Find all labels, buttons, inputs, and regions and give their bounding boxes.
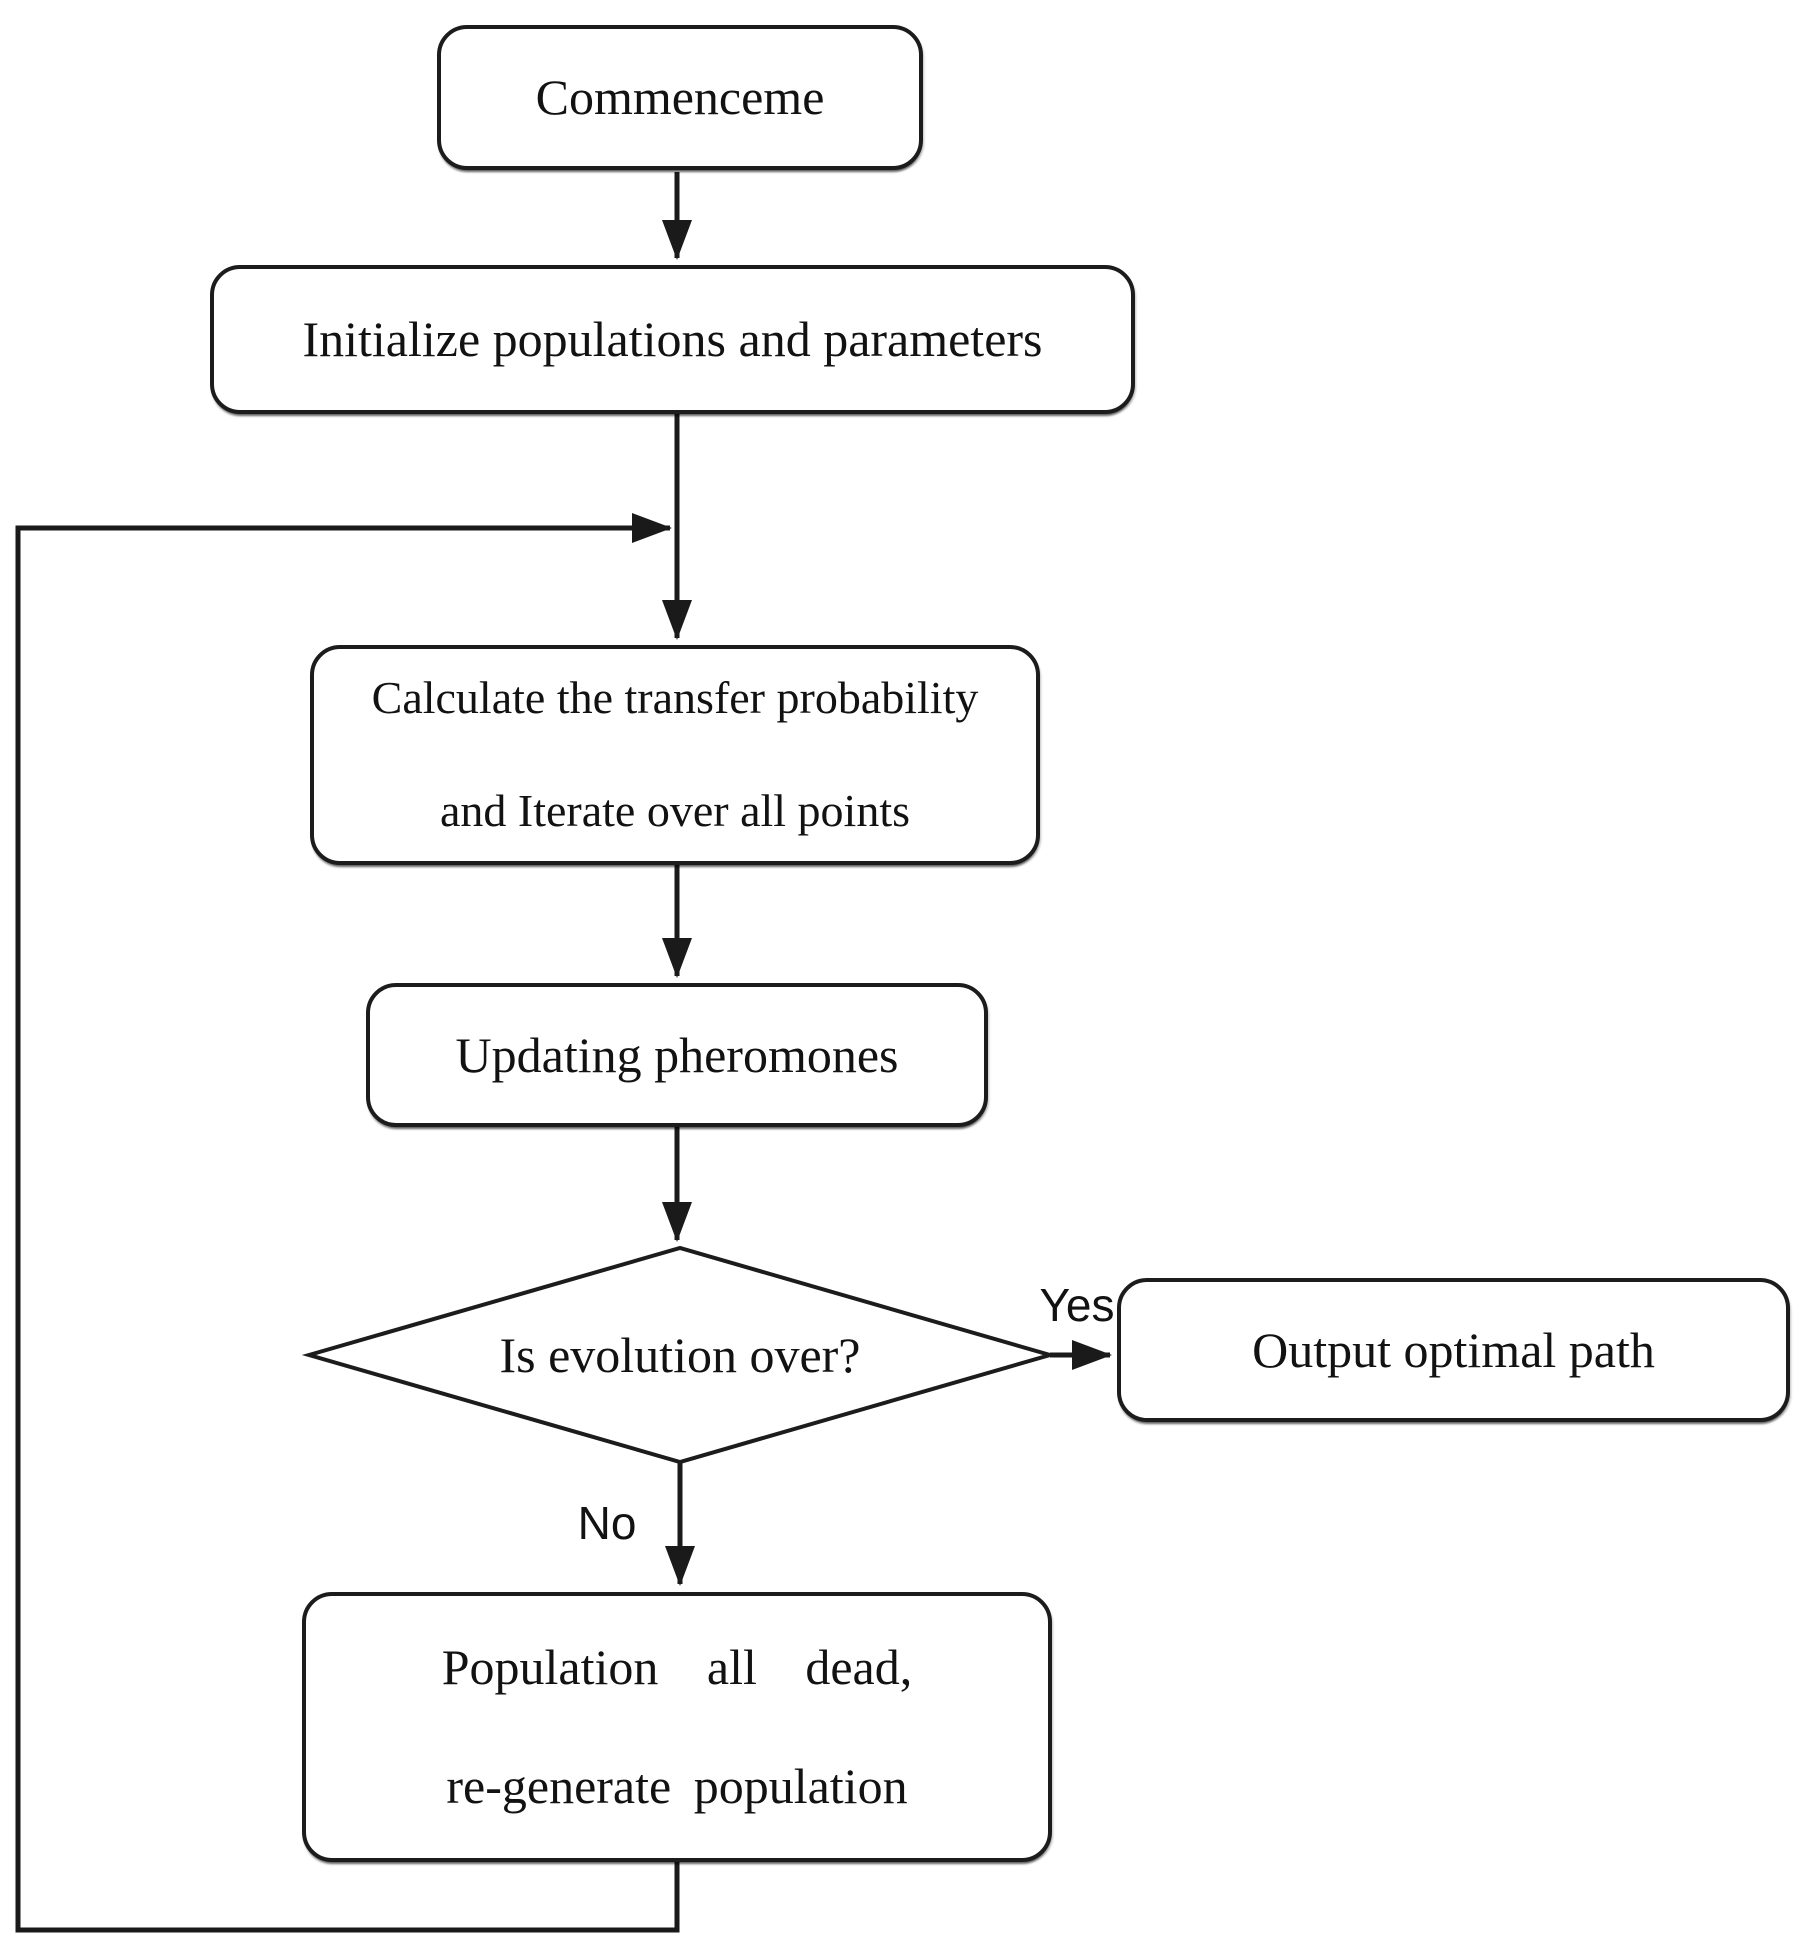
output-path-node: Output optimal path <box>1117 1278 1790 1422</box>
yes-edge-label: Yes <box>1039 1279 1115 1331</box>
decision-node-label: Is evolution over? <box>380 1322 980 1388</box>
regenerate-population-node: Population all dead, re-generate populat… <box>302 1592 1052 1862</box>
regenerate-node-line1: Population all dead, <box>441 1639 913 1695</box>
start-node-label: Commenceme <box>535 69 825 125</box>
edge-regen-feedback-loop <box>15 513 680 1933</box>
initialize-node-label: Initialize populations and parameters <box>302 311 1043 367</box>
output-node-label: Output optimal path <box>1252 1321 1655 1378</box>
calculate-probability-node: Calculate the transfer probability and I… <box>310 645 1040 865</box>
regenerate-node-line2: re-generate population <box>446 1758 908 1814</box>
update-node-label: Updating pheromones <box>455 1026 899 1083</box>
start-node: Commenceme <box>437 25 923 170</box>
update-pheromones-node: Updating pheromones <box>366 983 988 1127</box>
decision-diamond <box>301 1245 1058 1465</box>
decision-label-text: Is evolution over? <box>499 1327 861 1383</box>
initialize-node: Initialize populations and parameters <box>210 265 1135 414</box>
calculate-node-line1: Calculate the transfer probability <box>371 672 979 724</box>
calculate-node-line2: and Iterate over all points <box>439 785 911 836</box>
no-edge-label: No <box>577 1497 637 1549</box>
